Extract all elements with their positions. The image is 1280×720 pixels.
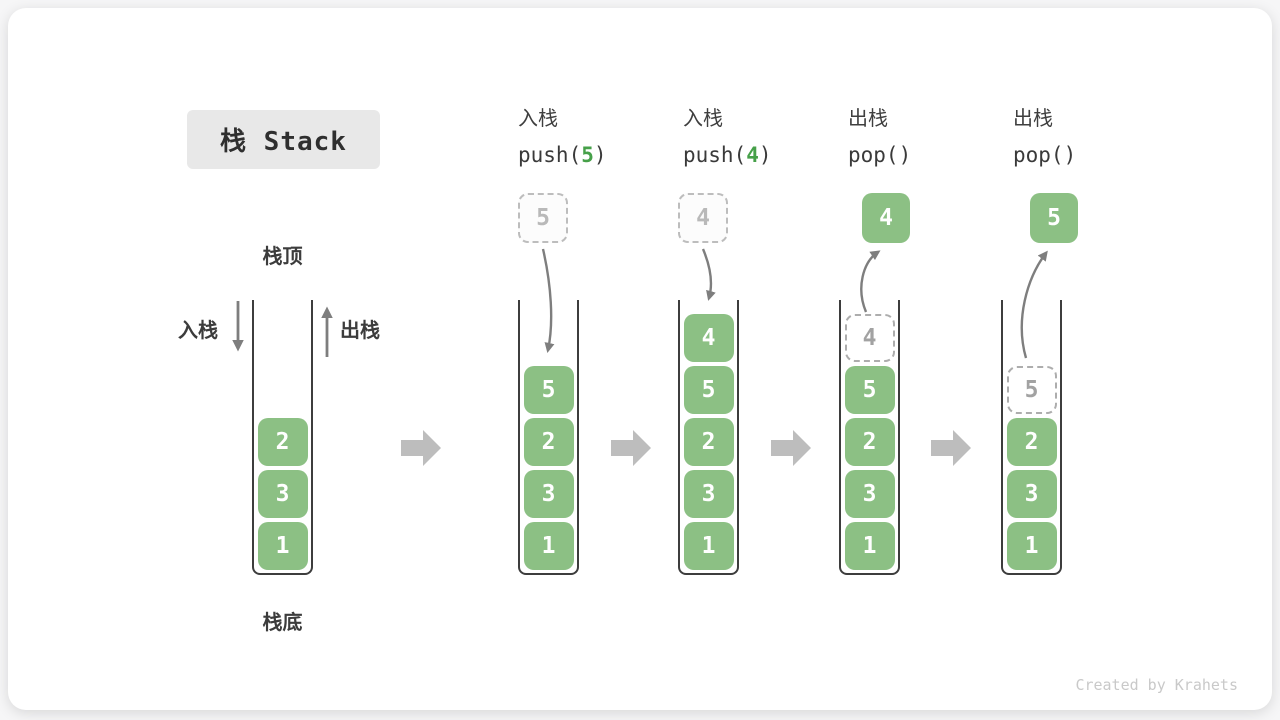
op2-arg: 4	[746, 143, 759, 167]
op4-call: pop()	[1013, 143, 1077, 167]
diagram-title: 栈 Stack	[220, 127, 347, 157]
stack-container-after-pop5: 5 2 3 1	[1001, 300, 1062, 575]
op2-call: push(4)	[683, 143, 772, 167]
stack-item-box: 4	[683, 314, 734, 362]
stack-item-box: 2	[257, 418, 308, 466]
popped-value-box: 5	[1030, 193, 1078, 243]
stack-item-box: 3	[1006, 470, 1057, 518]
incoming-value-box: 4	[678, 193, 728, 243]
stack-item-box: 1	[683, 522, 734, 570]
pop-direction-label: 出栈	[340, 318, 380, 342]
stack-item-box: 2	[844, 418, 895, 466]
stack-container-initial: 2 3 1	[252, 300, 313, 575]
stack-item-box: 3	[523, 470, 574, 518]
stack-item-box: 1	[1006, 522, 1057, 570]
stack-item-box: 2	[683, 418, 734, 466]
ghost-item-box: 4	[844, 314, 895, 362]
stack-item-box: 5	[523, 366, 574, 414]
stack-container-after-pop4: 4 5 2 3 1	[839, 300, 900, 575]
stack-bottom-label: 栈底	[262, 610, 303, 634]
stack-container-after-push5: 5 2 3 1	[518, 300, 579, 575]
stack-item-box: 1	[844, 522, 895, 570]
op4-label: 出栈	[1013, 106, 1053, 130]
stack-item-box: 3	[683, 470, 734, 518]
stack-item-box: 5	[844, 366, 895, 414]
op2-label: 入栈	[683, 106, 723, 130]
popped-value-box: 4	[862, 193, 910, 243]
op1-label: 入栈	[518, 106, 558, 130]
credit-text: Created by Krahets	[1075, 676, 1238, 694]
push-direction-label: 入栈	[178, 318, 218, 342]
stack-container-after-push4: 4 5 2 3 1	[678, 300, 739, 575]
op3-call: pop()	[848, 143, 912, 167]
op3-label: 出栈	[848, 106, 888, 130]
diagram-title-box: 栈 Stack	[187, 110, 380, 169]
stack-item-box: 2	[1006, 418, 1057, 466]
stack-item-box: 3	[257, 470, 308, 518]
stack-item-box: 2	[523, 418, 574, 466]
op1-arg: 5	[581, 143, 594, 167]
stack-item-box: 5	[683, 366, 734, 414]
stack-item-box: 1	[257, 522, 308, 570]
stack-item-box: 1	[523, 522, 574, 570]
op1-call: push(5)	[518, 143, 607, 167]
stack-top-label: 栈顶	[262, 244, 303, 268]
incoming-value-box: 5	[518, 193, 568, 243]
ghost-item-box: 5	[1006, 366, 1057, 414]
stack-item-box: 3	[844, 470, 895, 518]
